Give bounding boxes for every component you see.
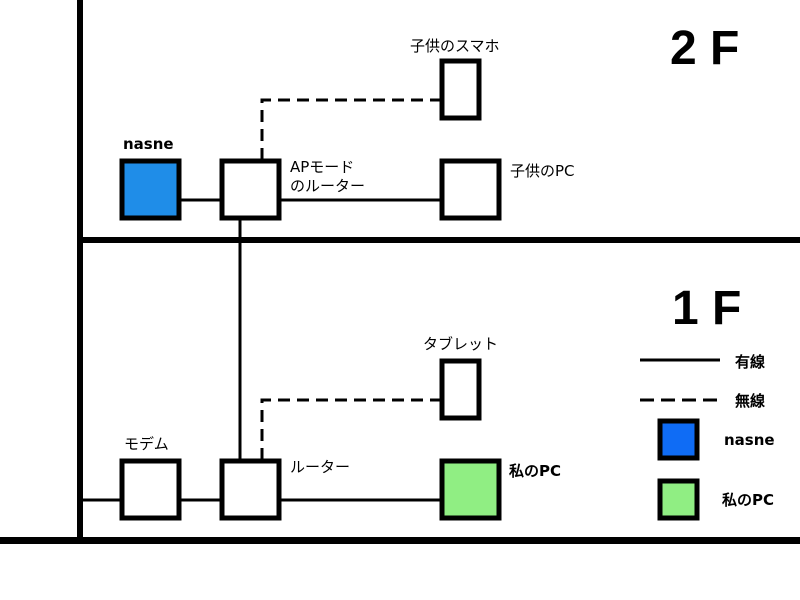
legend-wireless-label: 無線 [735,392,765,410]
node-my-pc[interactable]: 私のPC [439,458,561,521]
ground-line [0,537,800,544]
ap-router-label-line1: APモード [290,158,354,176]
legend-nasne-swatch [657,418,700,461]
outer-wall-left [77,0,83,543]
wireless-ap-router-kids-phone [260,98,442,160]
node-nasne[interactable]: nasne [119,135,182,221]
modem-box [119,458,182,521]
node-ap-router[interactable]: APモード のルーター [219,158,365,221]
router-box [219,458,282,521]
my-pc-box [439,458,502,521]
legend-my-pc-label: 私のPC [721,491,774,509]
node-modem[interactable]: モデム [119,435,182,521]
kids-pc-box [439,158,502,221]
nasne-box [119,158,182,221]
legend-nasne-label: nasne [724,431,775,449]
wireless-router-tablet [260,398,442,460]
kids-phone-box [439,58,482,121]
tablet-label: タブレット [423,335,498,353]
my-pc-label: 私のPC [508,462,561,480]
node-kids-phone[interactable]: 子供のスマホ [410,37,500,121]
node-tablet[interactable]: タブレット [423,335,498,421]
ap-router-label-line2: のルーター [290,177,365,195]
ap-router-box [219,158,282,221]
kids-pc-label: 子供のPC [510,162,575,180]
legend: 有線 無線 nasne 私のPC [640,353,775,521]
legend-my-pc-swatch [657,478,700,521]
modem-label: モデム [124,435,169,453]
tablet-box [439,358,482,421]
kids-phone-label: 子供のスマホ [410,37,500,55]
floor-label-2f: 2 F [670,22,739,75]
router-label: ルーター [290,458,350,476]
nasne-label: nasne [123,135,174,153]
node-router[interactable]: ルーター [219,458,350,521]
floor-label-1f: 1 F [672,282,741,335]
floor-divider [77,237,800,243]
node-kids-pc[interactable]: 子供のPC [439,158,575,221]
legend-wired-label: 有線 [735,353,765,371]
